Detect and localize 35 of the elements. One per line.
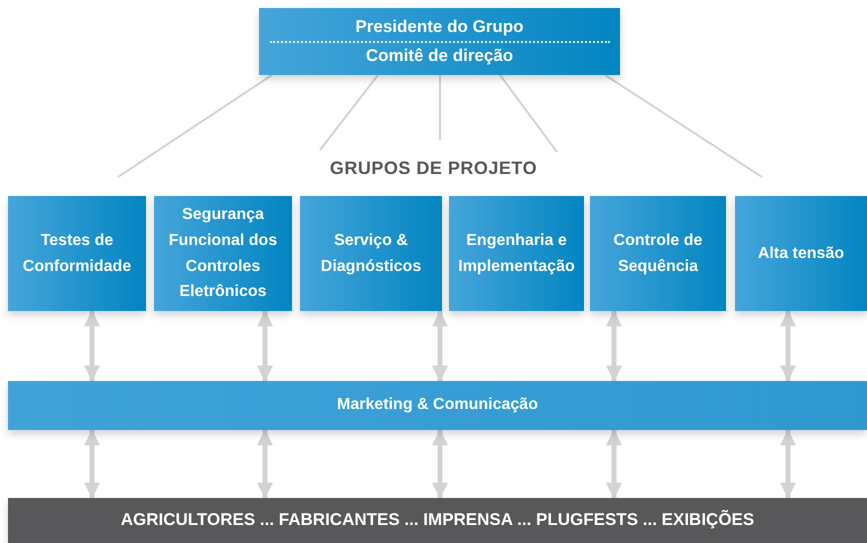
double-arrow [257, 310, 273, 382]
connector-line [117, 74, 273, 178]
connector-line [499, 74, 558, 153]
double-arrow [432, 310, 448, 382]
project-group-box [449, 196, 584, 311]
double-arrow [780, 429, 796, 499]
box-label: Segurança Funcional dos Controles Eletrônicos [168, 205, 278, 302]
box-label: Controle de Sequência [612, 230, 704, 276]
project-group-box [590, 196, 726, 311]
connector-line [604, 74, 763, 178]
connector-line [439, 75, 441, 140]
box-label: Presidente do Grupo [355, 16, 524, 38]
project-group-box [300, 196, 442, 311]
project-group-box [154, 196, 292, 311]
section-heading: GRUPOS DE PROJETO [330, 158, 538, 178]
box-label: Testes de Conformidade [22, 230, 132, 276]
double-arrow [257, 429, 273, 499]
box-label: Comitê de direção [366, 45, 514, 67]
double-arrow [606, 310, 622, 382]
marketing-bar [8, 381, 867, 430]
box-label: Alta tensão [758, 244, 844, 264]
box-label: Serviço & Diagnósticos [320, 230, 422, 276]
box-label: AGRICULTORES ... FABRICANTES ... IMPRENSA ... PLUGFESTS ... EXIBIÇÕES [120, 509, 754, 532]
double-arrow [84, 429, 100, 499]
double-arrow [84, 310, 100, 382]
double-arrow [432, 429, 448, 499]
box-label: Marketing & Comunicação [337, 395, 538, 416]
double-arrow [606, 429, 622, 499]
stakeholder-band [8, 498, 867, 543]
leadership-box [259, 8, 620, 75]
project-group-box [735, 196, 867, 311]
project-group-box [8, 196, 146, 311]
box-label: Engenharia e Implementação [457, 230, 576, 276]
double-arrow [780, 310, 796, 382]
connector-line [319, 74, 379, 151]
